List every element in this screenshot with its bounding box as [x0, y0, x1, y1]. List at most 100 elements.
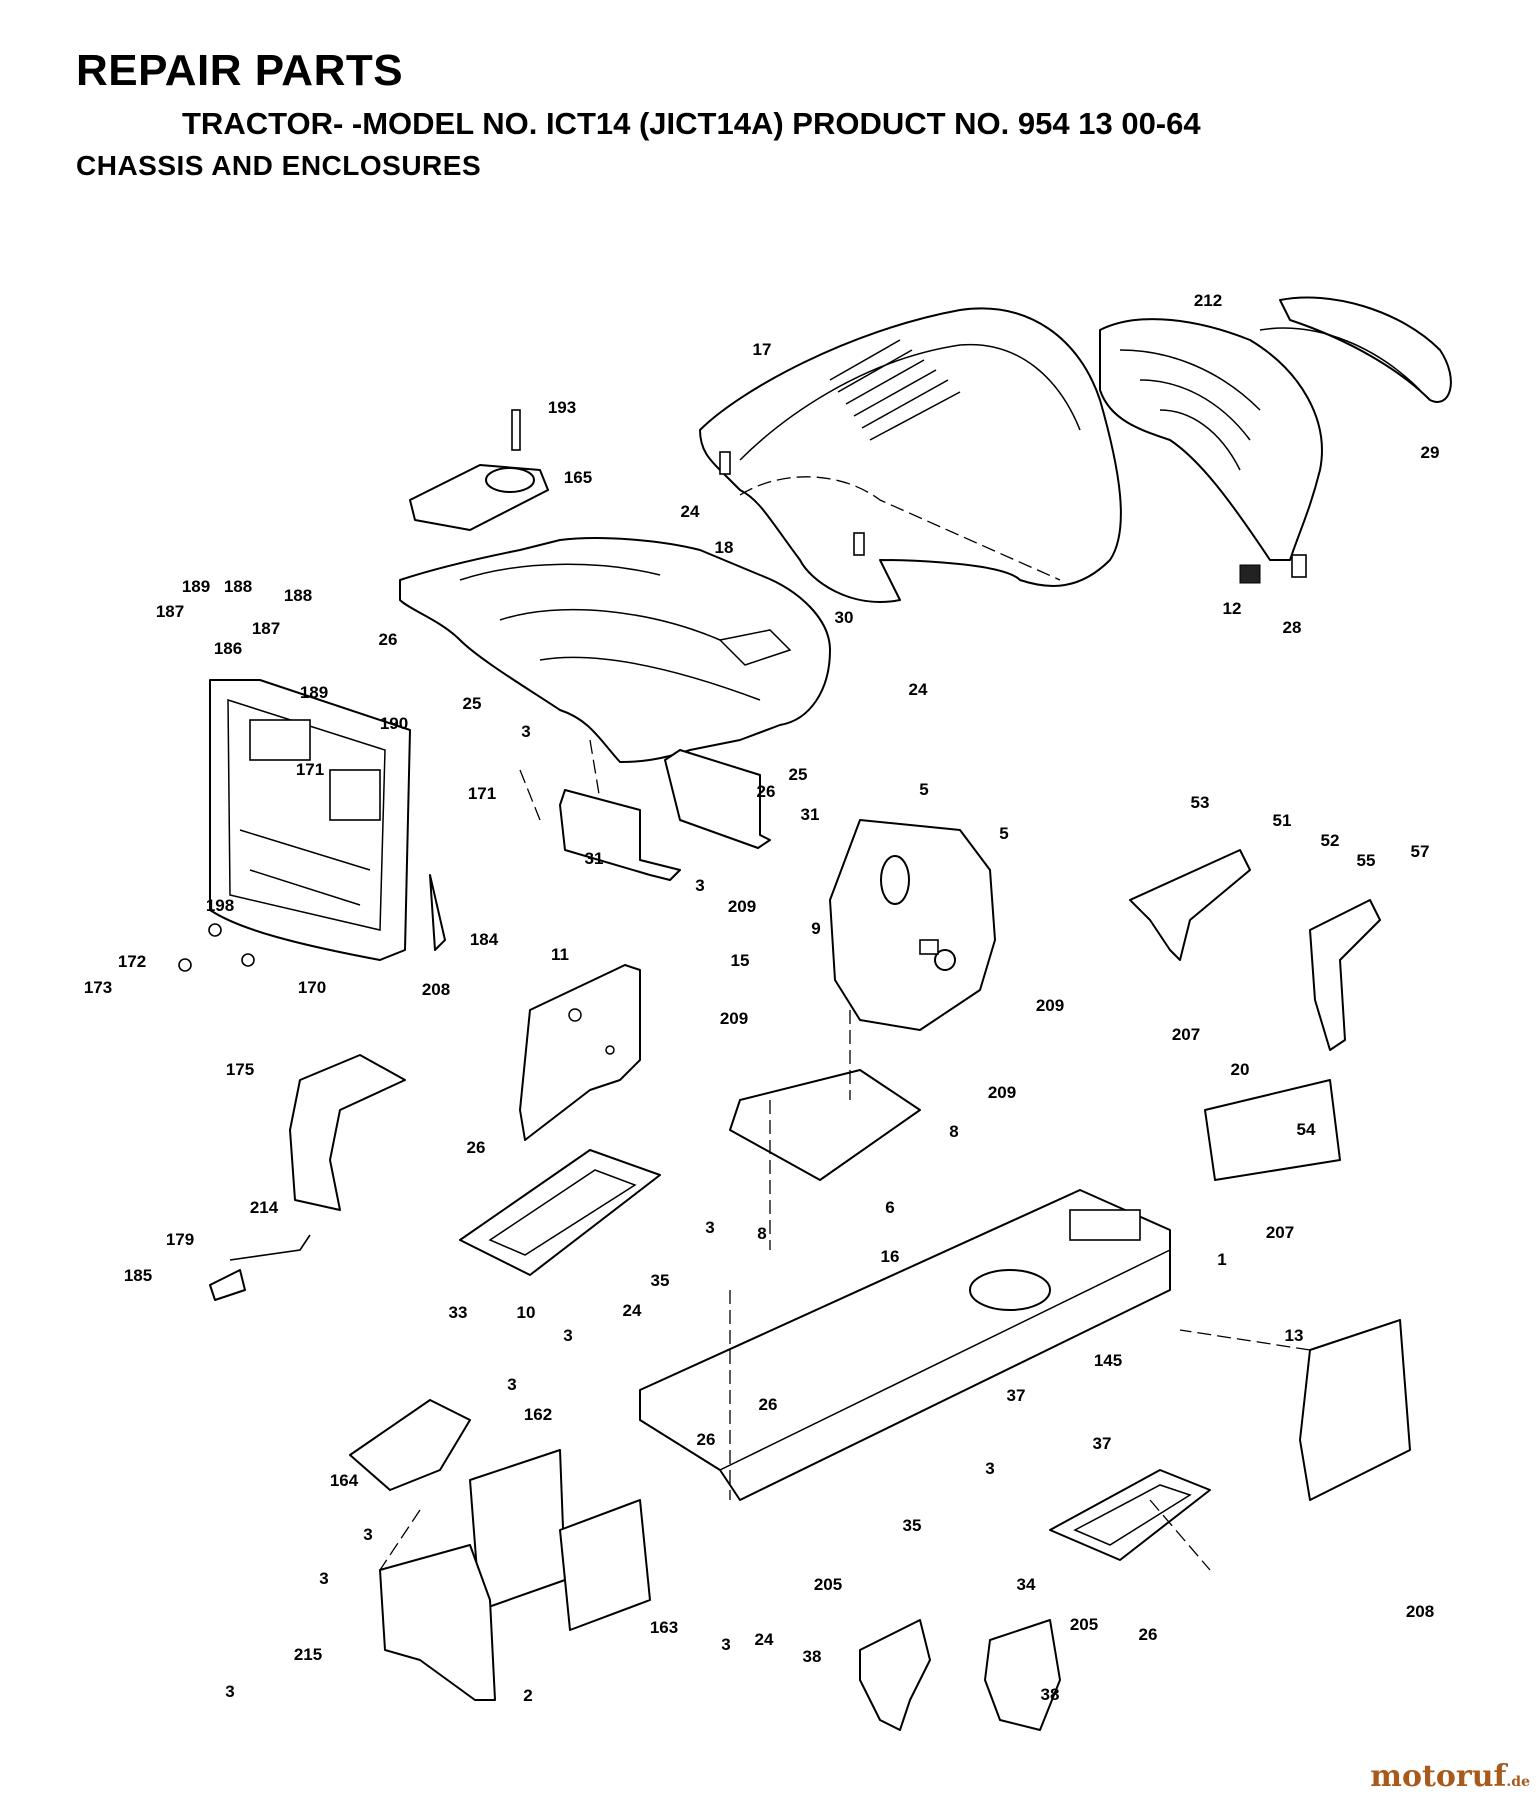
- part-fuel-door: [409, 409, 549, 531]
- callout-184: 184: [470, 930, 499, 949]
- callout-26: 26: [759, 1395, 778, 1414]
- part-side-panel-right: [1299, 1319, 1411, 1501]
- callout-173: 173: [84, 978, 112, 997]
- guide-line: [1179, 1329, 1311, 1351]
- callout-26: 26: [1139, 1625, 1158, 1644]
- callout-175: 175: [226, 1060, 254, 1079]
- part-washer-198: [241, 953, 255, 967]
- part-hood-cover: [699, 307, 1122, 603]
- callout-16: 16: [881, 1247, 900, 1266]
- part-bracket-55: [1309, 899, 1381, 1051]
- part-bracket-184: [429, 874, 446, 951]
- callout-170: 170: [298, 978, 326, 997]
- callout-3: 3: [985, 1459, 994, 1478]
- callout-37: 37: [1093, 1434, 1112, 1453]
- page-title: REPAIR PARTS: [76, 46, 404, 95]
- callout-8: 8: [949, 1122, 958, 1141]
- callout-55: 55: [1357, 851, 1376, 870]
- callout-5: 5: [999, 824, 1008, 843]
- part-washer-172: [208, 923, 222, 937]
- callout-188: 188: [224, 577, 252, 596]
- callout-205: 205: [814, 1575, 842, 1594]
- callout-187: 187: [252, 619, 280, 638]
- callout-35: 35: [903, 1516, 922, 1535]
- callout-26: 26: [757, 782, 776, 801]
- callout-209: 209: [988, 1083, 1016, 1102]
- callout-26: 26: [467, 1138, 486, 1157]
- callout-179: 179: [166, 1230, 194, 1249]
- part-bracket-31a: [559, 789, 681, 881]
- part-bracket-31b: [664, 749, 771, 849]
- part-pin-b: [853, 532, 865, 556]
- guide-line: [589, 739, 601, 801]
- callout-207: 207: [1172, 1025, 1200, 1044]
- callout-33: 33: [449, 1303, 468, 1322]
- callout-30: 30: [835, 608, 854, 627]
- watermark-main: motoruf: [1370, 1759, 1507, 1794]
- callout-13: 13: [1285, 1326, 1304, 1345]
- callout-186: 186: [214, 639, 242, 658]
- callout-26: 26: [379, 630, 398, 649]
- callout-207: 207: [1266, 1223, 1294, 1242]
- callout-18: 18: [715, 538, 734, 557]
- callout-209: 209: [720, 1009, 748, 1028]
- callout-162: 162: [524, 1405, 552, 1424]
- callout-215: 215: [294, 1645, 322, 1664]
- callout-25: 25: [789, 765, 808, 784]
- part-nut-173: [178, 958, 192, 972]
- callout-8: 8: [757, 1224, 766, 1243]
- section-title: CHASSIS AND ENCLOSURES: [76, 150, 482, 181]
- callout-17: 17: [753, 340, 772, 359]
- part-side-panel-left: [519, 964, 641, 1141]
- callout-54: 54: [1297, 1120, 1316, 1139]
- callout-198: 198: [206, 896, 234, 915]
- callout-3: 3: [695, 876, 704, 895]
- callout-3: 3: [225, 1682, 234, 1701]
- part-shield-175: [289, 1054, 406, 1211]
- callout-3: 3: [507, 1375, 516, 1394]
- callout-34: 34: [1017, 1575, 1036, 1594]
- callout-165: 165: [564, 468, 592, 487]
- callout-31: 31: [801, 805, 820, 824]
- part-front-grill: [1099, 296, 1452, 561]
- part-plate-6: [729, 1069, 921, 1181]
- part-bracket-28: [1291, 554, 1307, 578]
- callout-20: 20: [1231, 1060, 1250, 1079]
- callout-212: 212: [1194, 291, 1222, 310]
- callout-3: 3: [705, 1218, 714, 1237]
- callout-189: 189: [300, 683, 328, 702]
- callout-187: 187: [156, 602, 184, 621]
- callout-3: 3: [721, 1635, 730, 1654]
- guide-line: [1149, 1499, 1211, 1571]
- callout-164: 164: [330, 1471, 359, 1490]
- part-bracket-164: [349, 1399, 471, 1491]
- callout-185: 185: [124, 1266, 152, 1285]
- part-plate-163: [559, 1499, 651, 1631]
- part-pedal-185: [209, 1269, 246, 1301]
- callout-172: 172: [118, 952, 146, 971]
- callout-3: 3: [319, 1569, 328, 1588]
- callout-24: 24: [623, 1301, 642, 1320]
- callout-171: 171: [296, 760, 324, 779]
- callout-29: 29: [1421, 443, 1440, 462]
- watermark-suffix: .de: [1506, 1774, 1530, 1790]
- part-dash-panel: [399, 537, 831, 763]
- callout-208: 208: [1406, 1602, 1434, 1621]
- callout-190: 190: [380, 714, 408, 733]
- part-footrest-left: [459, 1149, 661, 1276]
- callout-6: 6: [885, 1198, 894, 1217]
- part-bumper-2: [379, 1544, 496, 1701]
- callout-3: 3: [563, 1326, 572, 1345]
- part-bracket-38b: [984, 1619, 1061, 1731]
- callout-24: 24: [681, 502, 700, 521]
- callout-189: 189: [182, 577, 210, 596]
- watermark-logo: motoruf.de: [1370, 1759, 1530, 1794]
- part-bracket-38a: [859, 1619, 931, 1731]
- part-hinge-clip: [1239, 564, 1261, 584]
- callout-57: 57: [1411, 842, 1430, 861]
- callout-193: 193: [548, 398, 576, 417]
- callout-37: 37: [1007, 1386, 1026, 1405]
- callout-12: 12: [1223, 599, 1242, 618]
- callout-171: 171: [468, 784, 496, 803]
